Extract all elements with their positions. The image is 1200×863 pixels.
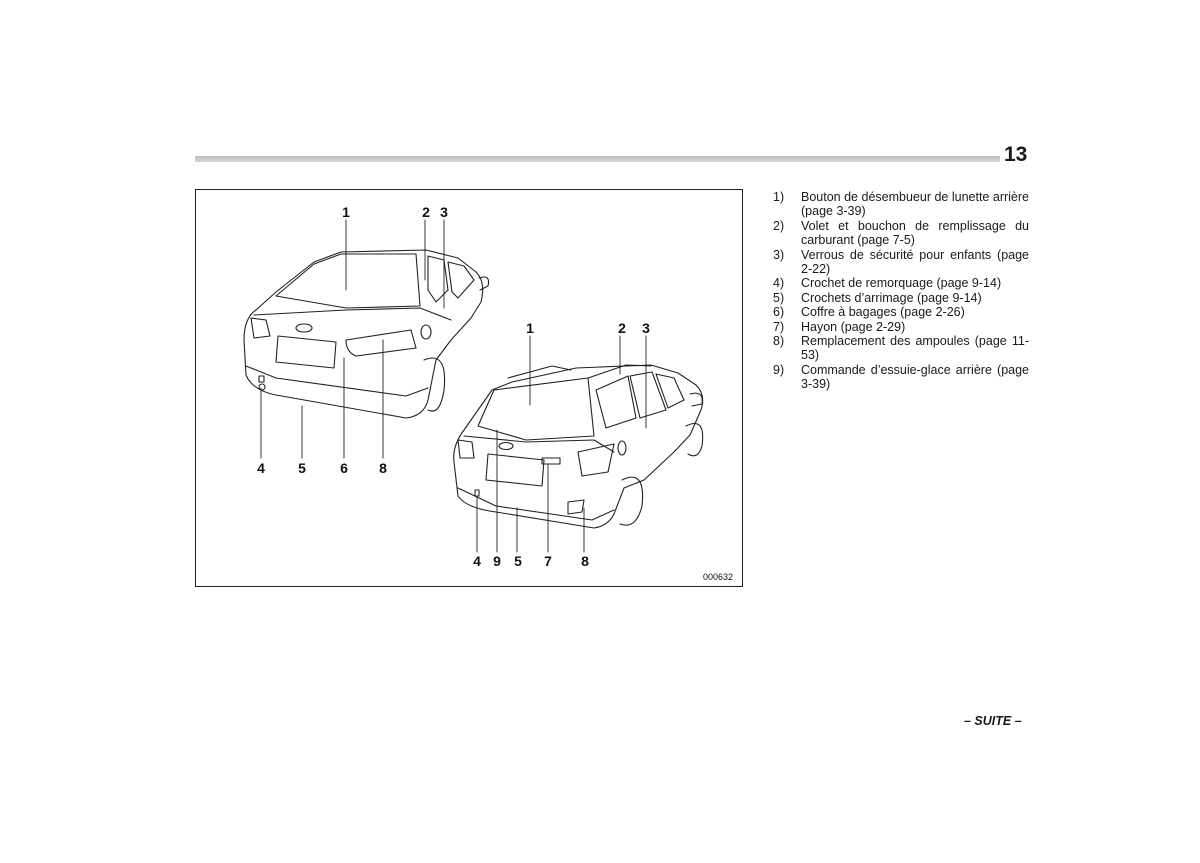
legend-item: 6) Coffre à bagages (page 2-26) [773,305,1029,319]
legend-text: Coffre à bagages (page 2-26) [801,305,965,320]
legend-number: 4) [773,276,785,291]
sedan-callout-8: 8 [379,460,387,476]
legend-number: 9) [773,362,785,377]
legend-number: 5) [773,290,785,305]
wagon-callout-3: 3 [642,320,650,336]
legend-number: 6) [773,305,785,320]
legend-text: Volet et bouchon de remplissage du carbu… [801,218,1029,248]
wagon-drawing [453,364,704,529]
legend-text: Hayon (page 2-29) [801,319,906,334]
legend-item: 3) Verrous de sécurité pour enfants (page… [773,248,1029,277]
wagon-callout-4: 4 [473,553,481,569]
sedan-callout-4: 4 [257,460,265,476]
wagon-callout-7: 7 [544,553,552,569]
legend-item: 9) Commande d’essuie-glace arrière (page … [773,363,1029,392]
legend-item: 5) Crochets d’arrimage (page 9-14) [773,291,1029,305]
wagon-callout-5: 5 [514,553,522,569]
sedan-callout-3: 3 [440,204,448,220]
legend-item: 8) Remplacement des ampoules (page 11-53) [773,334,1029,363]
leader-lines [260,219,647,553]
figure-code: 000632 [703,572,733,582]
legend-item: 4) Crochet de remorquage (page 9-14) [773,276,1029,290]
vehicle-illustration: 1 2 3 4 5 6 8 1 2 3 4 9 5 7 8 000632 [243,204,733,582]
legend-text: Bouton de désembueur de lunette arrière … [801,190,1029,219]
sedan-callout-1: 1 [342,204,350,220]
sedan-callout-2: 2 [422,204,430,220]
wagon-callout-2: 2 [618,320,626,336]
header-rule [195,156,1000,162]
legend-number: 8) [773,334,785,349]
legend-number: 7) [773,319,785,334]
sedan-callout-5: 5 [298,460,306,476]
legend-text: Crochets d’arrimage (page 9-14) [801,290,982,305]
legend-item: 7) Hayon (page 2-29) [773,320,1029,334]
legend-text: Commande d’essuie-glace arrière (page 3-… [801,362,1029,392]
legend-number: 1) [773,190,785,204]
sedan-callout-6: 6 [340,460,348,476]
legend-text: Verrous de sécurité pour enfants (page 2… [801,247,1029,277]
legend-item: 2) Volet et bouchon de remplissage du car… [773,219,1029,248]
sedan-drawing [243,249,490,419]
wagon-callout-1: 1 [526,320,534,336]
page-number: 13 [1004,143,1028,166]
continue-label: – SUITE – [964,714,1022,728]
legend-text: Remplacement des ampoules (page 11-53) [801,334,1029,363]
legend-number: 3) [773,247,785,262]
vehicle-rear-figure: 1 2 3 4 5 6 8 1 2 3 4 9 5 7 8 000632 [195,189,743,587]
wagon-callout-9: 9 [493,553,501,569]
wagon-callout-8: 8 [581,553,589,569]
legend-list: 1) Bouton de désembueur de lunette arrièr… [773,190,1029,392]
legend-number: 2) [773,218,785,233]
legend-text: Crochet de remorquage (page 9-14) [801,276,1002,291]
legend-item: 1) Bouton de désembueur de lunette arrièr… [773,190,1029,219]
